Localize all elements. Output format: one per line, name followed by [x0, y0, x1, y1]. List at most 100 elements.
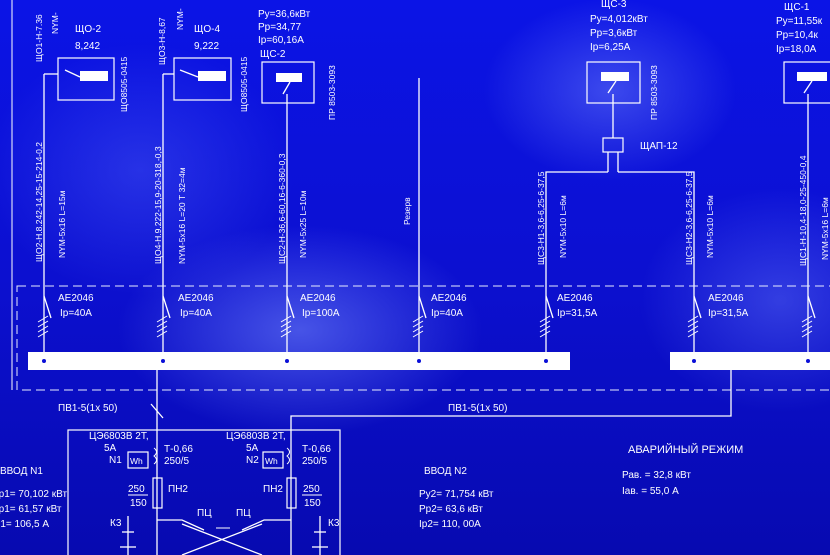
meter-2-ratio: 250/5: [302, 456, 327, 467]
meter-1: ЦЭ6803В 2Т, 5А N1 Wh Т-0,66 250/5: [89, 431, 193, 469]
panel-shchs-3: ЩС-3 Ру=4,012кВт Рр=3,6кВт Iр=6,25А ПР 8…: [586, 0, 678, 153]
panel-4-type: ПР 8503-3093: [649, 65, 659, 120]
emergency-title: АВАРИЙНЫЙ РЕЖИМ: [628, 443, 743, 456]
breakers: АЕ2046 Iр=40А АЕ2046 Iр=40А АЕ2046 Iр=10…: [37, 293, 816, 352]
panel-2-cable: NYM-: [175, 8, 185, 30]
panel-1-cable: NYM-: [50, 12, 60, 34]
panel-shcho-2: ЩО1-Н-7.36 NYM- ЩО-2 8,242 ЩО8505-0415: [34, 12, 129, 112]
meter-1-amp: 5А: [104, 443, 117, 454]
breaker-1-rating: Iр=40А: [60, 308, 92, 319]
emergency-mode: АВАРИЙНЫЙ РЕЖИМ Рав. = 32,8 кВт Iав. = 5…: [622, 443, 743, 497]
panel-3-breaker: [276, 73, 302, 82]
panel-2-feeder: ЩО3-Н-8,67: [157, 17, 167, 65]
panel-5-name: ЩС-1: [784, 2, 810, 13]
panel-shchs-2: Ру=36,6кВт Рр=34,77 Iр=60,16А ЩС-2 ПР 85…: [258, 9, 337, 120]
input-2-p2: Рр2= 63,6 кВт: [419, 504, 483, 515]
panel-4-breaker: [601, 72, 629, 81]
breaker-6-rating: Iр=31,5А: [708, 308, 749, 319]
panel-5-py: Ру=11,55к: [776, 16, 823, 27]
feeder-5-line: ЩС3-Н1-3,6-6,25-6-37,5: [536, 171, 546, 265]
fuse-2-top: 250: [303, 484, 320, 495]
transfer-switch: ПЦ ПЦ: [157, 508, 291, 555]
fuse-1-box: [152, 477, 163, 509]
panel-4-py: Ру=4,012кВт: [590, 14, 648, 25]
panel-1-value: 8,242: [75, 41, 100, 52]
fuses: 250 150 ПН2 250 150 ПН2: [128, 477, 322, 509]
busbar-section-1: [28, 352, 570, 370]
panel-1-breaker: [80, 71, 108, 81]
feeder-7-line: ЩС1-Н-10,4-18,0-25-450-0,4: [798, 155, 808, 266]
breaker-4: АЕ2046 Iр=40А: [412, 293, 467, 352]
panel-3-ip: Iр=60,16А: [258, 35, 304, 46]
emergency-p: Рав. = 32,8 кВт: [622, 470, 691, 481]
panel-4-pp: Рр=3,6кВт: [590, 28, 638, 39]
fuse-2-box: [286, 477, 297, 509]
panel-2-code: ЩО8505-0415: [239, 56, 249, 112]
feeder-lines: [43, 73, 809, 318]
incoming-cables: ПВ1-5(1х 50) ПВ1-5(1х 50): [58, 370, 732, 555]
switchboard-enclosure: [16, 285, 830, 391]
meter-2-ct: Т-0,66: [302, 444, 331, 455]
breaker-2: АЕ2046 Iр=40А: [156, 293, 214, 352]
panel-3-pp: Рр=34,77: [258, 22, 302, 33]
feeder-6-line: ЩС3-Н2-3,6-6,25-6-37,5: [684, 171, 694, 265]
input-2-p1: Ру2= 71,754 кВт: [419, 489, 494, 500]
fuse-1-bottom: 150: [130, 498, 147, 509]
meter-2-wh: Wh: [265, 456, 278, 466]
input-2-i: Iр2= 110, 00А: [419, 519, 481, 530]
meter-2-amp: 5А: [246, 443, 259, 454]
meter-1-box: [127, 451, 149, 469]
pc-2-label: ПЦ: [236, 508, 251, 519]
panel-5-box: [783, 61, 830, 104]
breaker-5: АЕ2046 Iр=31,5А: [539, 293, 598, 352]
panel-2-value: 9,222: [194, 41, 219, 52]
panel-5-ip: Iр=18,0А: [776, 44, 817, 55]
meter-1-ratio: 250/5: [164, 456, 189, 467]
meter-2-type: ЦЭ6803В 2Т,: [226, 431, 286, 442]
breaker-4-rating: Iр=40А: [431, 308, 463, 319]
panel-1-box: [57, 57, 115, 101]
input-2-title: ВВОД N2: [424, 466, 467, 477]
input-1-i: Iр1= 106,5 А: [0, 519, 49, 530]
fuse-1-top: 250: [128, 484, 145, 495]
breaker-5-rating: Iр=31,5А: [557, 308, 598, 319]
feeder-1-line: ЩО2-Н.8.242-14,25-15-214-0,2: [34, 142, 44, 262]
feeder-7-cable: NYM-5х16 L=6м: [820, 197, 830, 260]
panel-3-py: Ру=36,6кВт: [258, 9, 311, 20]
feeder-2-cable: NYM-5х16 L=20 Т 32=4м: [177, 167, 187, 264]
k-2-label: К3: [328, 518, 340, 529]
panel-3-type: ПР 8503-3093: [327, 65, 337, 120]
input-1-summary: ВВОД N1 Рр1= 70,102 кВт Рр1= 61,57 кВт I…: [0, 466, 67, 530]
panel-2-breaker: [198, 71, 226, 81]
panel-5-breaker: [797, 72, 827, 81]
breaker-3-type: АЕ2046: [300, 293, 336, 304]
panel-4-aux: ЩАП-12: [640, 141, 678, 152]
panel-3-name: ЩС-2: [260, 49, 286, 60]
panel-2-name: ЩО-4: [194, 24, 220, 35]
breaker-6-type: АЕ2046: [708, 293, 744, 304]
emergency-i: Iав. = 55,0 А: [622, 486, 679, 497]
panel-5-pp: Рр=10,4к: [776, 30, 819, 41]
breaker-7: [801, 295, 816, 352]
contactors: К3 К3: [110, 516, 340, 555]
panel-shcho-4: ЩО3-Н-8,67 NYM- ЩО-4 9,222 ЩО8505-0415: [157, 8, 249, 112]
breaker-6: АЕ2046 Iр=31,5А: [687, 293, 749, 352]
breaker-5-type: АЕ2046: [557, 293, 593, 304]
shap-12-box: [602, 137, 624, 153]
fuse-2-bottom: 150: [304, 498, 321, 509]
bus-dots: [42, 359, 810, 363]
panel-3-box: [261, 61, 315, 104]
busbar-section-2: [670, 352, 830, 370]
breaker-3-rating: Iр=100А: [302, 308, 340, 319]
meter-1-ct: Т-0,66: [164, 444, 193, 455]
panel-1-name: ЩО-2: [75, 24, 101, 35]
input-1-p1: Рр1= 70,102 кВт: [0, 489, 67, 500]
meter-2: ЦЭ6803В 2Т, 5А N2 Wh Т-0,66 250/5: [226, 431, 331, 469]
meter-2-box: [262, 451, 284, 469]
breaker-4-type: АЕ2046: [431, 293, 467, 304]
feeder-5-cable: NYM-5х10 L=6м: [558, 195, 568, 258]
k-1-label: К3: [110, 518, 122, 529]
panel-4-ip: Iр=6,25А: [590, 42, 631, 53]
input-2-summary: ВВОД N2 Ру2= 71,754 кВт Рр2= 63,6 кВт Iр…: [419, 466, 494, 530]
